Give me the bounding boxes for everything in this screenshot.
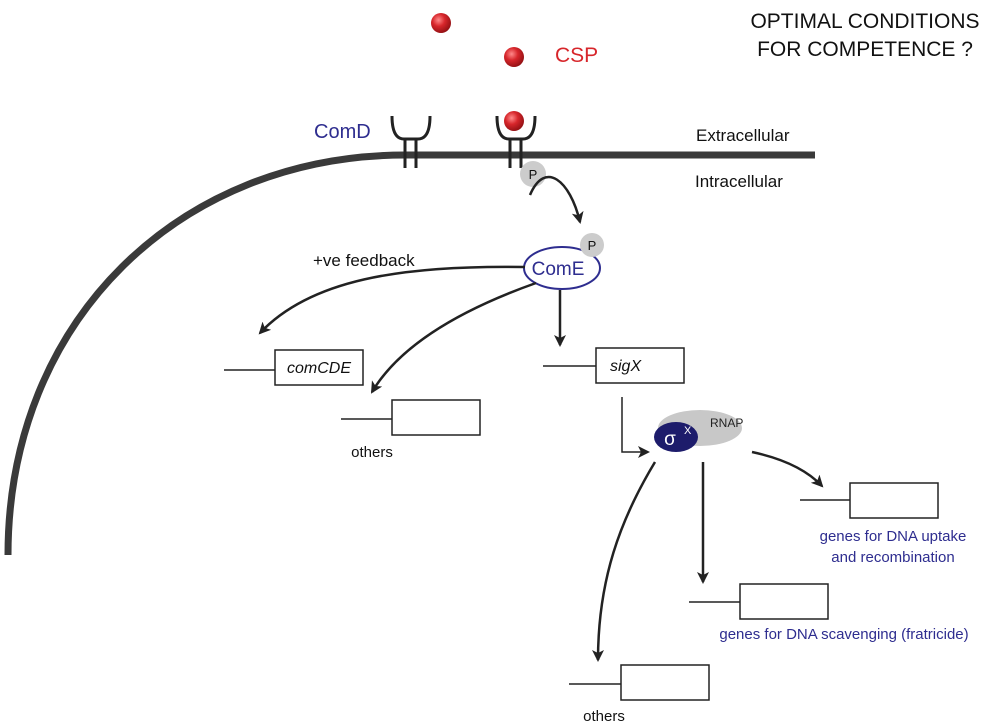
feedback-arrow (258, 265, 526, 335)
sigmax-to-others-arrow (592, 461, 657, 662)
uptake-label-line2: and recombination (831, 549, 954, 566)
phosphotransfer-arrow (528, 175, 584, 224)
uptake-gene-box (849, 482, 939, 519)
phosphate-come-icon (580, 233, 604, 257)
title-line-2: FOR COMPETENCE ? (757, 38, 973, 61)
csp-molecule (504, 47, 524, 67)
sigma-x-factor (654, 422, 698, 452)
title-line-1: OPTIMAL CONDITIONS (750, 10, 979, 33)
others-left-label: others (351, 444, 393, 461)
sigma-symbol: σ (664, 429, 676, 450)
comcde-gene-box (274, 349, 364, 386)
comd-label: ComD (314, 121, 371, 143)
come-label: ComE (532, 259, 585, 280)
phosphate-comd-label: P (529, 167, 538, 182)
uptake-label-line1: genes for DNA uptake (820, 528, 967, 545)
others-bottom-gene-box (620, 664, 710, 701)
phosphate-come-label: P (588, 238, 597, 253)
come-to-others-arrow (370, 281, 537, 394)
sigx-gene-box (595, 347, 685, 384)
csp-molecule (431, 13, 451, 33)
sigx-gene-label: sigX (610, 358, 642, 375)
csp-bound-molecule (504, 111, 524, 131)
scavenging-label: genes for DNA scavenging (fratricide) (719, 626, 968, 643)
intracellular-label: Intracellular (695, 172, 783, 191)
csp-label: CSP (555, 44, 598, 67)
sigmax-to-uptake-arrow (751, 450, 824, 488)
comcde-gene-label: comCDE (287, 360, 351, 377)
sigma-subscript: X (684, 425, 692, 437)
comd-receptor-bound (495, 115, 537, 168)
others-bottom-label: others (583, 708, 625, 725)
others-left-gene-box (391, 399, 481, 436)
comd-receptor-unbound (390, 115, 432, 168)
extracellular-label: Extracellular (696, 126, 790, 145)
rnap-label: RNAP (710, 416, 743, 430)
sigx-expression-arrow (621, 397, 650, 458)
scavenging-gene-box (739, 583, 829, 620)
feedback-label: +ve feedback (313, 251, 415, 270)
cell-membrane (4, 151, 815, 556)
